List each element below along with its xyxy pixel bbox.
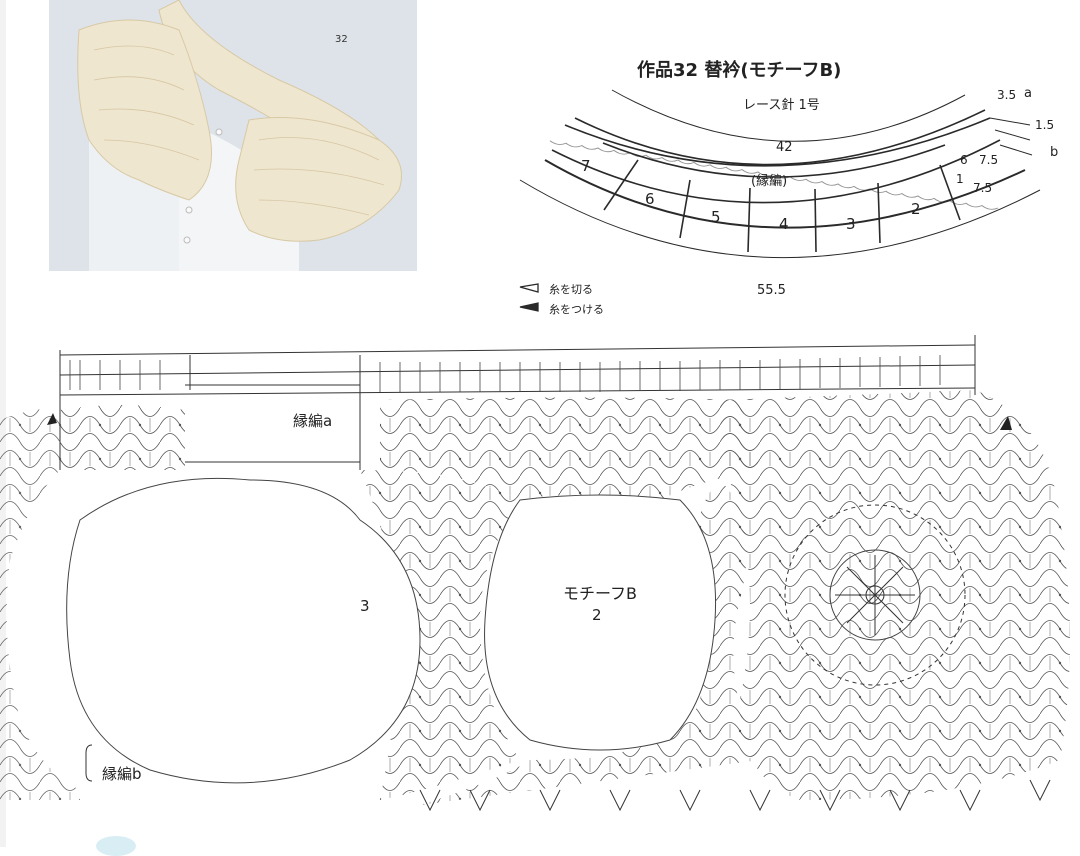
hook-size: レース針 1号	[743, 98, 820, 113]
dim-75-bottom: 7.5	[973, 181, 993, 195]
schematic-inner-edge	[574, 109, 986, 166]
schematic-scallop-edge	[544, 159, 1026, 229]
cut-yarn-icon	[519, 283, 539, 293]
collar-photo: 32	[49, 0, 417, 271]
pattern-title: 作品32 替衿(モチーフB)	[637, 60, 842, 81]
panel-label: 5	[711, 208, 721, 226]
motif-label: モチーフB	[563, 584, 638, 603]
schematic-inner-line	[564, 117, 991, 167]
edging-a-label: 縁編a	[293, 412, 333, 430]
photo-number: 32	[335, 34, 348, 45]
dim-right-b: 1.5	[1035, 118, 1055, 132]
motif-number: 2	[592, 606, 602, 624]
dim-right-b-label: b	[1050, 145, 1059, 160]
join-yarn-icon	[519, 302, 539, 312]
panel-label: 6	[645, 190, 655, 208]
inner-edge-label: (縁編)	[751, 174, 788, 189]
corner-decoration	[96, 836, 136, 856]
dim-75-top: 7.5	[979, 153, 999, 167]
dim-right-a: 3.5	[997, 88, 1017, 102]
dim-bottom: 55.5	[757, 283, 786, 298]
legend-cut-label: 糸を切る	[549, 283, 593, 296]
panel-label: 1	[956, 172, 964, 186]
dim-right-a-label: a	[1024, 86, 1032, 101]
dim-6: 6	[960, 153, 968, 167]
schematic-outer-edge	[551, 139, 1001, 204]
panel-number: 3	[360, 597, 370, 615]
panel-label: 3	[846, 215, 856, 233]
panel-label: 4	[779, 215, 789, 233]
legend-join-label: 糸をつける	[549, 303, 604, 316]
panel-label: 7	[581, 157, 591, 175]
dim-top: 42	[776, 140, 793, 155]
panel-label: 2	[911, 200, 921, 218]
edging-b-label: 縁編b	[102, 765, 142, 783]
schematic-ruffle-line	[602, 142, 946, 178]
